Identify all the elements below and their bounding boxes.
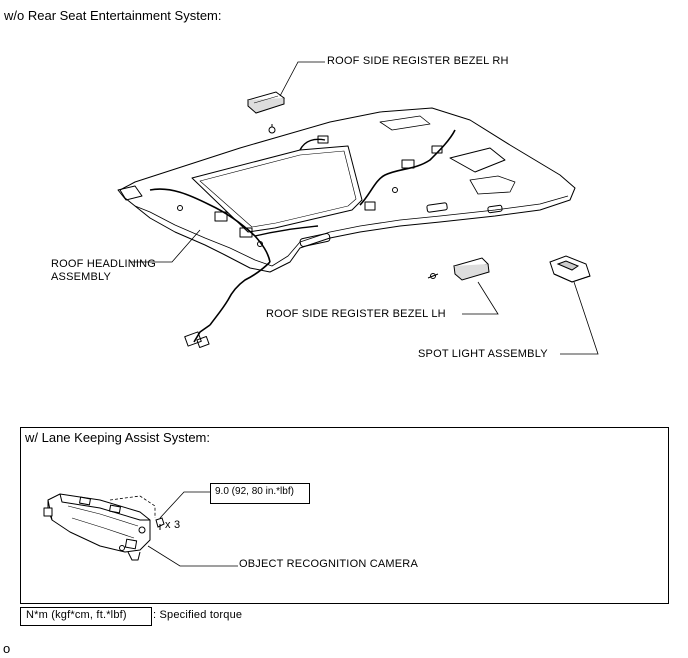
screw-lh bbox=[427, 273, 439, 279]
bolt-quantity: x 3 bbox=[165, 519, 181, 531]
headliner-outline bbox=[119, 107, 576, 273]
label-object-recognition-camera: OBJECT RECOGNITION CAMERA bbox=[239, 558, 418, 570]
wire-harness bbox=[149, 188, 271, 263]
label-bezel-rh: ROOF SIDE REGISTER BEZEL RH bbox=[327, 55, 509, 67]
bezel-rh-part bbox=[247, 91, 286, 114]
bezel-lh-part bbox=[453, 257, 490, 281]
legend-unit-text: N*m (kgf*cm, ft.*lbf) bbox=[26, 609, 127, 621]
section-heading-no-rse: w/o Rear Seat Entertainment System: bbox=[4, 8, 222, 23]
label-spot-light: SPOT LIGHT ASSEMBLY bbox=[418, 348, 548, 360]
legend-unit-box bbox=[20, 607, 152, 626]
legend-description: : Specified torque bbox=[153, 609, 243, 621]
torque-spec-box bbox=[210, 483, 310, 504]
spot-light-part bbox=[549, 255, 591, 283]
label-headlining-line1: ROOF HEADLINING bbox=[51, 258, 157, 270]
footer-mark: o bbox=[3, 641, 11, 656]
label-headlining-line2: ASSEMBLY bbox=[51, 271, 112, 283]
torque-spec-value: 9.0 (92, 80 in.*lbf) bbox=[215, 486, 294, 497]
label-bezel-lh: ROOF SIDE REGISTER BEZEL LH bbox=[266, 308, 446, 320]
camera-bracket bbox=[47, 493, 151, 553]
section-heading-lka: w/ Lane Keeping Assist System: bbox=[25, 430, 210, 445]
bolt-icon bbox=[155, 517, 165, 530]
screw-rh bbox=[268, 124, 276, 134]
